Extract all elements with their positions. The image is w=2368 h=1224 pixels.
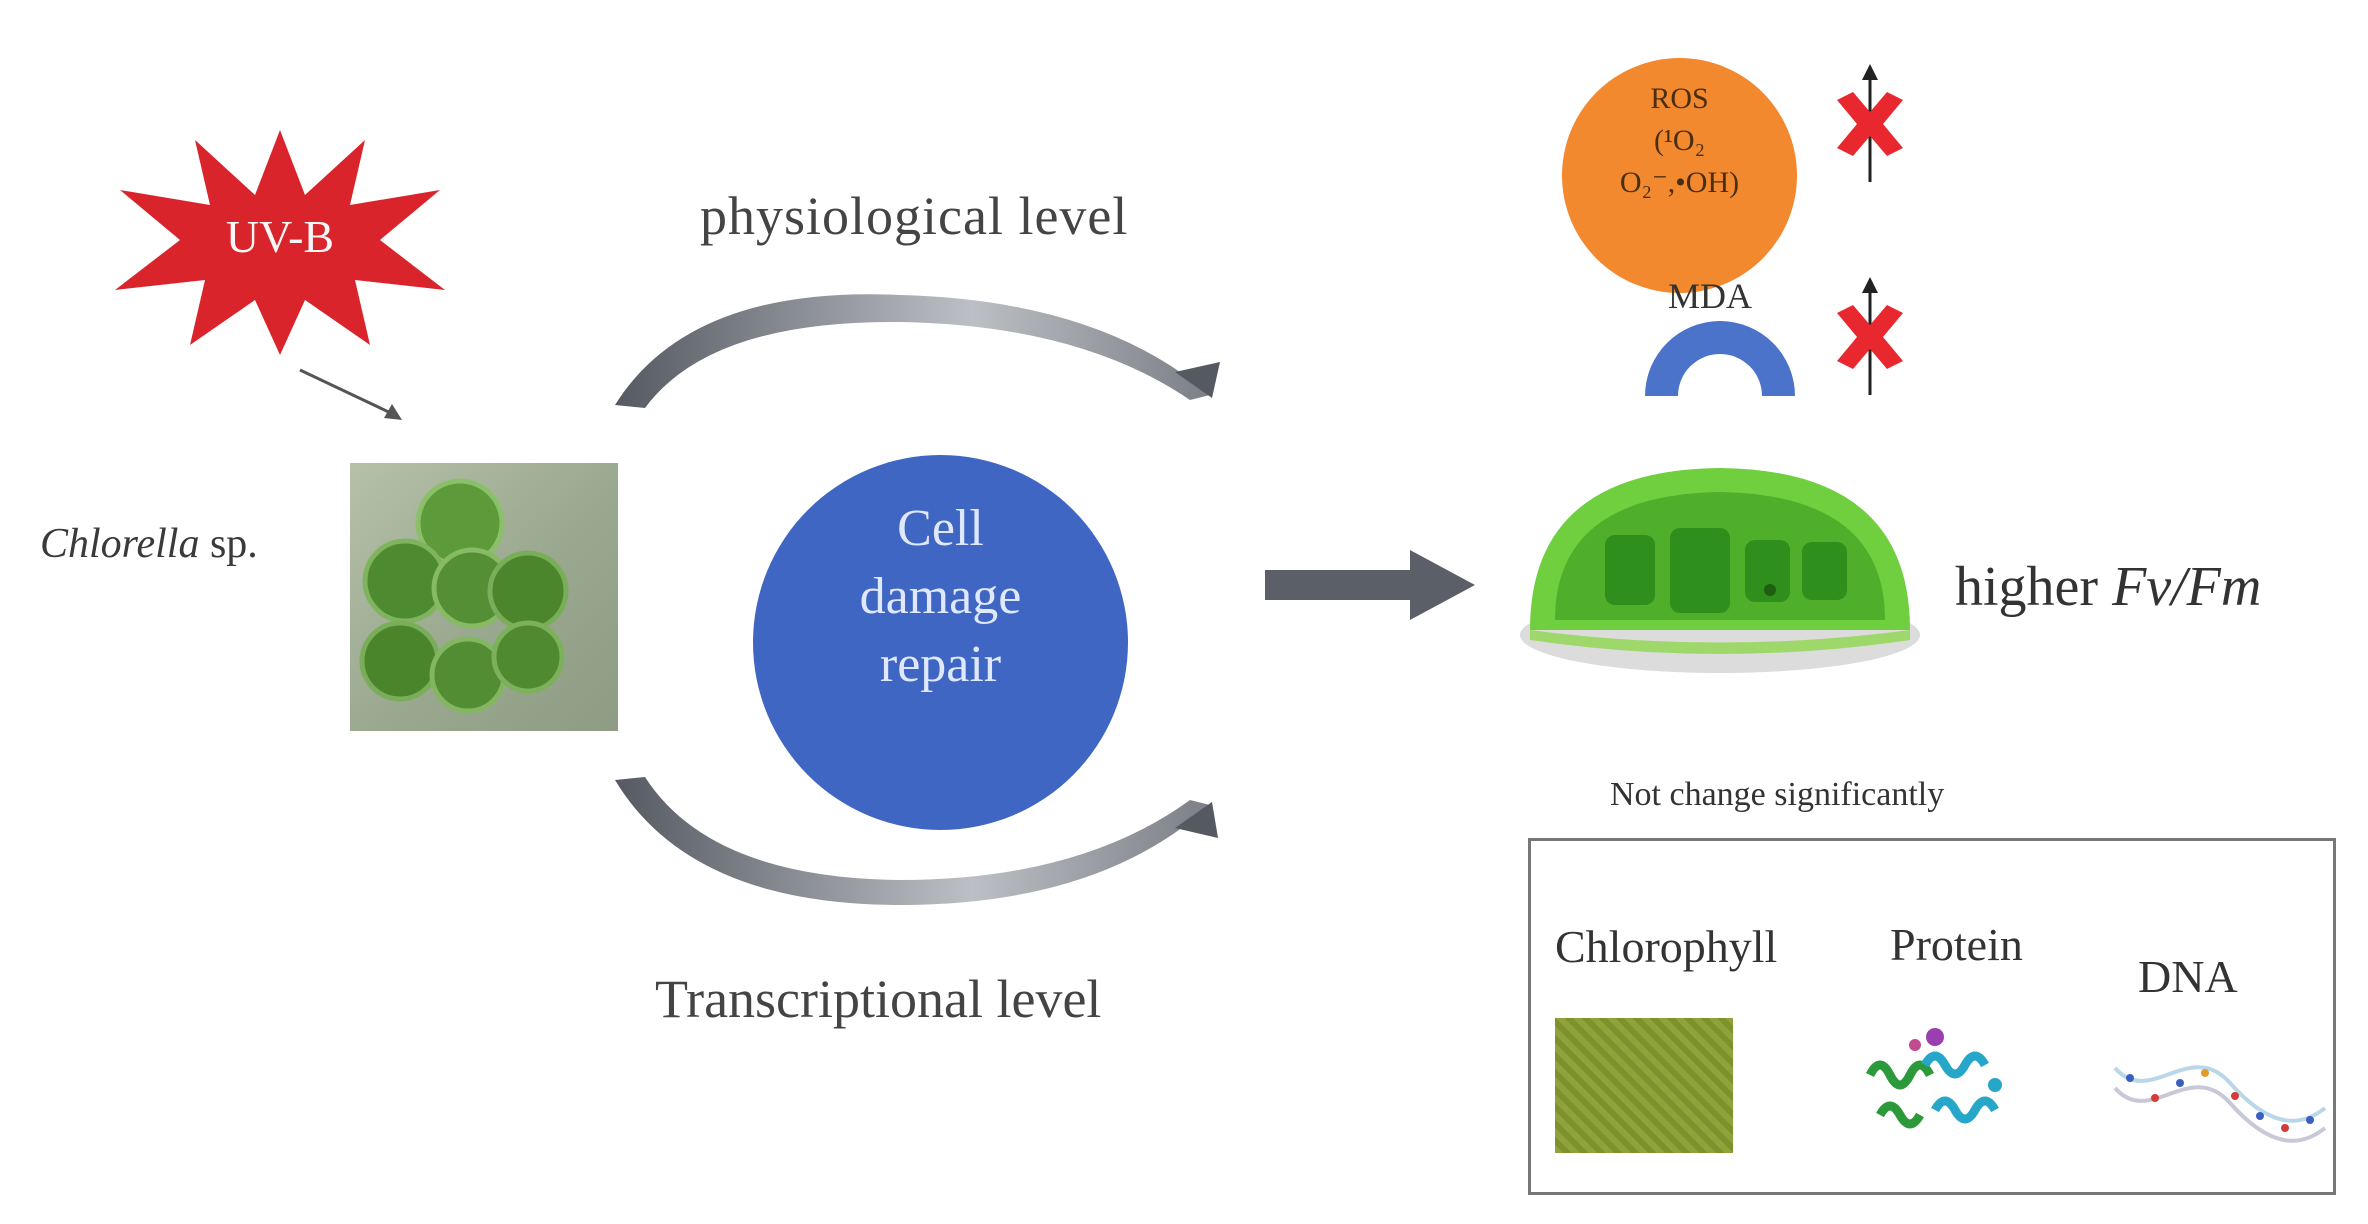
cycle-arrows (615, 294, 1220, 905)
physiological-arrowhead (1175, 362, 1220, 398)
fvfm-label: higher Fv/Fm (1955, 555, 2261, 619)
species-label: Chlorella sp. (40, 520, 258, 568)
fvfm-prefix: higher (1955, 556, 2113, 618)
unchanged-box (1528, 838, 2336, 1195)
ros-species-2: O₂⁻,•OH) (1619, 166, 1740, 199)
uvb-star-shape (115, 130, 445, 355)
protein-label: Protein (1890, 919, 2023, 970)
ros-text: ROS (¹O₂ O₂⁻,•OH) (1562, 78, 1797, 204)
cell-repair-line3: repair (879, 636, 1002, 693)
mda-increase-blocked-icon (1837, 277, 1903, 395)
species-genus: Chlorella (40, 521, 200, 567)
cell-repair-line1: Cell (897, 500, 984, 557)
ros-circle (1562, 58, 1797, 293)
fvfm-value: Fv/Fm (2112, 556, 2262, 618)
mda-arc-shape (1645, 321, 1795, 396)
physiological-level-label: physiological level (700, 186, 1129, 246)
ros-species-1: (¹O₂ (1653, 124, 1706, 157)
cell-repair-text: Cell damage repair (753, 495, 1128, 699)
cell-repair-circle (753, 455, 1128, 830)
dna-structure-image (2113, 1065, 2327, 1143)
mda-label: MDA (1668, 276, 1753, 316)
result-arrow (1265, 550, 1475, 620)
uvb-to-cell-arrow (299, 368, 402, 420)
ros-label: ROS (1650, 82, 1709, 115)
dna-label: DNA (2138, 951, 2238, 1002)
transcriptional-level-label: Transcriptional level (655, 969, 1102, 1029)
protein-structure-image (1865, 1028, 2002, 1129)
species-suffix: sp. (199, 521, 258, 567)
chlorella-micrograph (350, 463, 618, 731)
transcriptional-arrow (615, 777, 1210, 905)
ros-increase-blocked-icon (1837, 64, 1903, 182)
not-change-label: Not change significantly (1610, 776, 1945, 813)
chlorophyll-label: Chlorophyll (1555, 921, 1778, 972)
chloroplast-illustration (1520, 468, 1920, 673)
cell-repair-line2: damage (859, 568, 1022, 625)
uvb-label: UV-B (225, 211, 335, 262)
chlorophyll-image (1555, 1018, 1733, 1153)
physiological-arrow (615, 294, 1210, 408)
transcriptional-arrowhead (1175, 802, 1218, 838)
